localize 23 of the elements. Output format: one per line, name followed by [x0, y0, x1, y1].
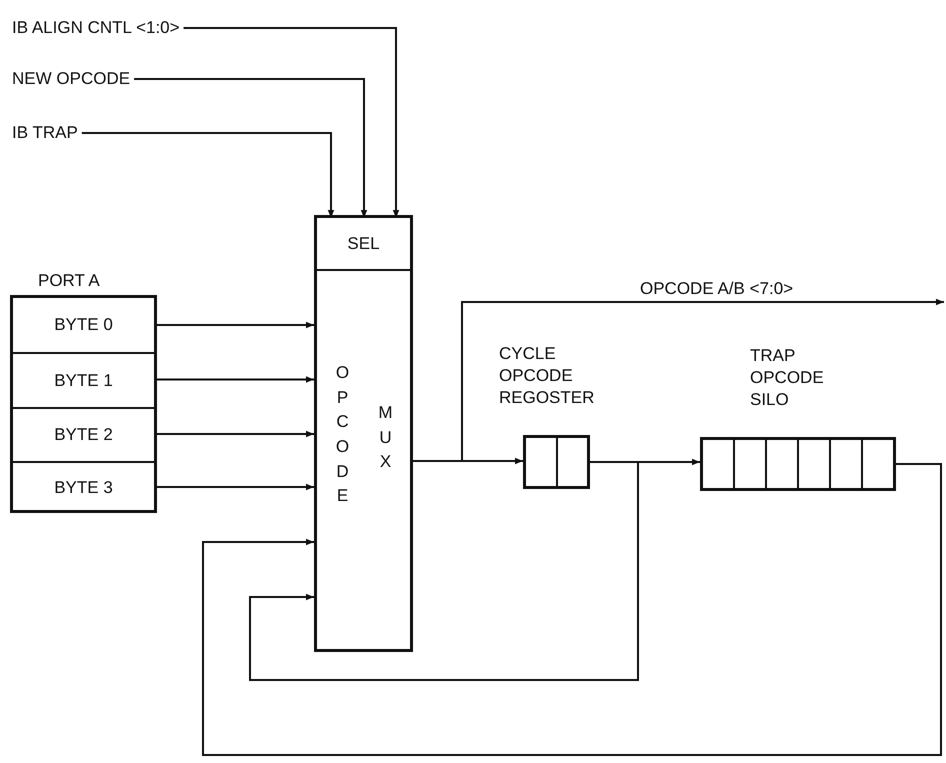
vertical-label: MUX — [377, 402, 394, 474]
connector-arrow — [157, 484, 314, 490]
signal-label: IB ALIGN CNTL <1:0> — [12, 17, 180, 39]
select-section: SEL — [317, 218, 410, 271]
connector-arrow — [157, 430, 314, 438]
connector-arrow — [249, 461, 639, 681]
signal-label: NEW OPCODE — [12, 68, 130, 90]
connector-arrow — [157, 322, 314, 328]
vertical-label: OPCODE — [334, 362, 350, 508]
connector-arrow — [157, 376, 314, 383]
connector-arrow — [82, 132, 334, 218]
byte-row: BYTE 1 — [13, 352, 157, 407]
register-heading: CYCLE OPCODE REGOSTER — [499, 343, 596, 410]
byte-row: BYTE 2 — [13, 407, 157, 461]
byte-row: BYTE 0 — [13, 298, 157, 352]
connector-arrow — [202, 463, 942, 756]
connector-arrow — [184, 27, 400, 218]
connector-arrow — [134, 78, 368, 218]
byte-row: BYTE 3 — [13, 461, 157, 513]
signal-label: IB TRAP — [12, 122, 78, 144]
register-heading: TRAP OPCODE SILO — [750, 345, 825, 412]
port-heading: PORT A — [38, 270, 100, 292]
multiplexer-box — [314, 215, 413, 652]
